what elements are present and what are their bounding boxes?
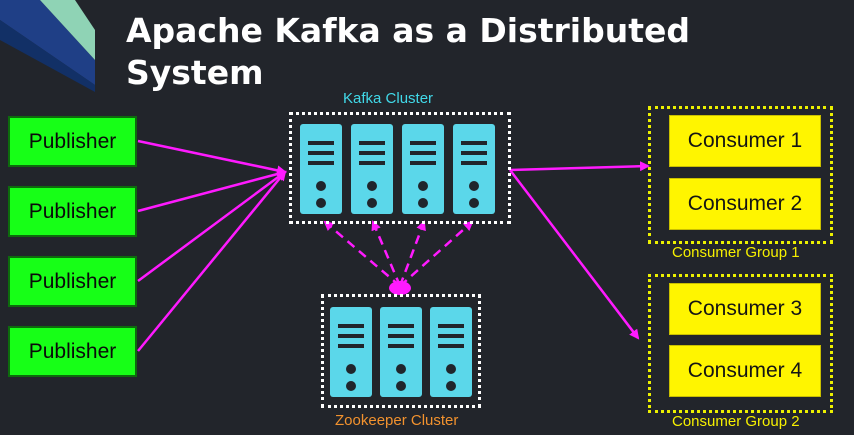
publisher-3-arrow <box>137 170 287 283</box>
publisher-2-arrow <box>137 169 287 213</box>
publisher-box: Publisher <box>8 116 137 167</box>
kafka-server-icon <box>402 124 444 214</box>
zookeeper-cluster-box <box>321 294 481 408</box>
zk-link-2 <box>371 220 402 287</box>
zookeeper-server-icon <box>380 307 422 397</box>
zookeeper-cluster-label: Zookeeper Cluster <box>335 412 459 429</box>
zk-link-3 <box>398 220 426 287</box>
group-2-arrow <box>509 169 640 340</box>
publisher-box: Publisher <box>8 186 137 237</box>
zookeeper-server-icon <box>430 307 472 397</box>
page-title: Apache Kafka as a Distributed System <box>126 10 746 94</box>
publisher-box: Publisher <box>8 326 137 377</box>
title-line-2: System <box>126 53 264 92</box>
consumer-box: Consumer 2 <box>669 178 821 230</box>
group-1-arrow <box>509 161 650 172</box>
kafka-server-icon <box>351 124 393 214</box>
kafka-cluster-label: Kafka Cluster <box>343 90 434 107</box>
publisher-box: Publisher <box>8 256 137 307</box>
zk-link-1 <box>323 220 401 287</box>
consumer-box: Consumer 3 <box>669 283 821 335</box>
logo-icon <box>0 0 95 92</box>
title-line-1: Apache Kafka as a Distributed <box>126 11 691 50</box>
kafka-server-icon <box>453 124 495 214</box>
kafka-cluster-box <box>289 112 511 224</box>
consumer-group-box <box>648 274 833 413</box>
zk-link-4 <box>399 220 474 287</box>
zookeeper-server-icon <box>330 307 372 397</box>
zookeeper-hub <box>389 281 411 295</box>
consumer-group-label: Consumer Group 2 <box>672 413 800 430</box>
kafka-server-icon <box>300 124 342 214</box>
consumer-group-label: Consumer Group 1 <box>672 244 800 261</box>
publisher-1-arrow <box>137 139 287 176</box>
publisher-4-arrow <box>137 170 287 352</box>
consumer-group-box <box>648 106 833 244</box>
consumer-box: Consumer 4 <box>669 345 821 397</box>
consumer-box: Consumer 1 <box>669 115 821 167</box>
